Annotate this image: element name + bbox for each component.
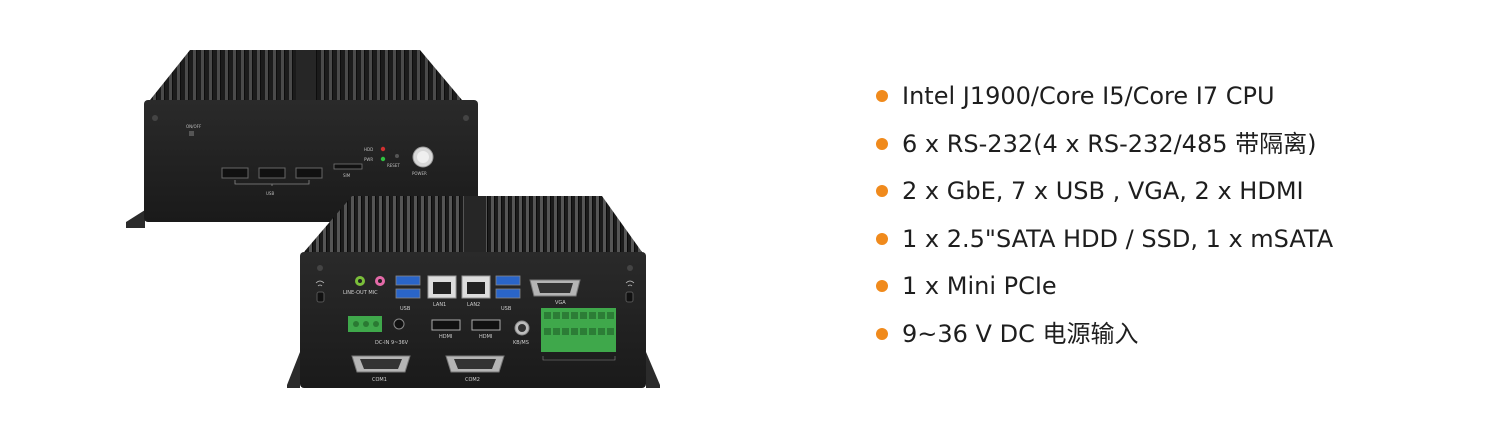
usb3-port <box>495 288 521 299</box>
line-out-mic-label: LINE-OUT MIC <box>343 290 378 296</box>
spec-text: 6 x RS-232(4 x RS-232/485 带隔离) <box>902 129 1317 158</box>
bullet-icon <box>876 137 888 150</box>
usb-port <box>221 167 249 179</box>
sim-slot <box>333 163 363 170</box>
spec-item-expansion: 1 x Mini PCIe <box>876 266 1333 314</box>
sim-label: SIM <box>343 173 351 178</box>
power-label: POWER <box>412 171 427 176</box>
hdmi-port <box>431 319 461 331</box>
onoff-label: ON/OFF <box>186 124 202 129</box>
spec-item-storage: 1 x 2.5"SATA HDD / SSD, 1 x mSATA <box>876 219 1333 267</box>
rear-view-unit: LINE-OUT MIC USB LAN1 LAN2 USB VGA DC-IN… <box>287 196 660 388</box>
usb-right-label: USB <box>501 306 512 312</box>
usb3-port <box>395 275 421 286</box>
lan1-label: LAN1 <box>433 302 446 308</box>
pwr-led <box>380 156 386 162</box>
spec-text: 1 x 2.5"SATA HDD / SSD, 1 x mSATA <box>902 224 1334 253</box>
spec-text: 9~36 V DC 电源输入 <box>902 319 1139 348</box>
vga-label: VGA <box>555 300 566 306</box>
usb3-port <box>395 288 421 299</box>
spec-text: 2 x GbE, 7 x USB , VGA, 2 x HDMI <box>902 177 1304 205</box>
hdd-label: HDD <box>364 147 373 152</box>
dc-in-label: DC-IN 9~36V <box>375 340 409 346</box>
spec-item-cpu: Intel J1900/Core I5/Core I7 CPU <box>876 76 1333 124</box>
spec-text: 1 x Mini PCIe <box>902 272 1057 300</box>
bullet-icon <box>876 185 888 197</box>
product-image: ON/OFF USB SIM HDD PWR RESET POWER <box>126 50 660 388</box>
front-usb-label: USB <box>266 191 274 196</box>
lan2-label: LAN2 <box>467 302 480 308</box>
spec-item-serial: 6 x RS-232(4 x RS-232/485 带隔离) <box>876 124 1333 172</box>
bullet-icon <box>876 90 888 102</box>
bullet-icon <box>876 280 888 292</box>
spec-list: Intel J1900/Core I5/Core I7 CPU 6 x RS-2… <box>876 76 1333 361</box>
front-view-unit: ON/OFF USB SIM HDD PWR RESET POWER <box>126 50 484 228</box>
spec-text: Intel J1900/Core I5/Core I7 CPU <box>902 82 1275 110</box>
hdmi-port <box>471 319 501 331</box>
bullet-icon <box>876 232 888 245</box>
spec-item-power: 9~36 V DC 电源输入 <box>876 314 1333 362</box>
bullet-icon <box>876 327 888 340</box>
com2-label: COM2 <box>465 377 480 383</box>
hdmi1-label: HDMI <box>439 334 452 340</box>
spec-item-io: 2 x GbE, 7 x USB , VGA, 2 x HDMI <box>876 171 1333 219</box>
reset-label: RESET <box>387 163 400 168</box>
pwr-label: PWR <box>364 157 373 162</box>
hdd-led <box>380 146 386 152</box>
usb-port <box>258 167 286 179</box>
hdmi2-label: HDMI <box>479 334 492 340</box>
usb-left-label: USB <box>400 306 411 312</box>
com1-label: COM1 <box>372 377 387 383</box>
usb3-port <box>495 275 521 286</box>
usb-port <box>295 167 323 179</box>
kbms-label: KB/MS <box>513 340 529 346</box>
